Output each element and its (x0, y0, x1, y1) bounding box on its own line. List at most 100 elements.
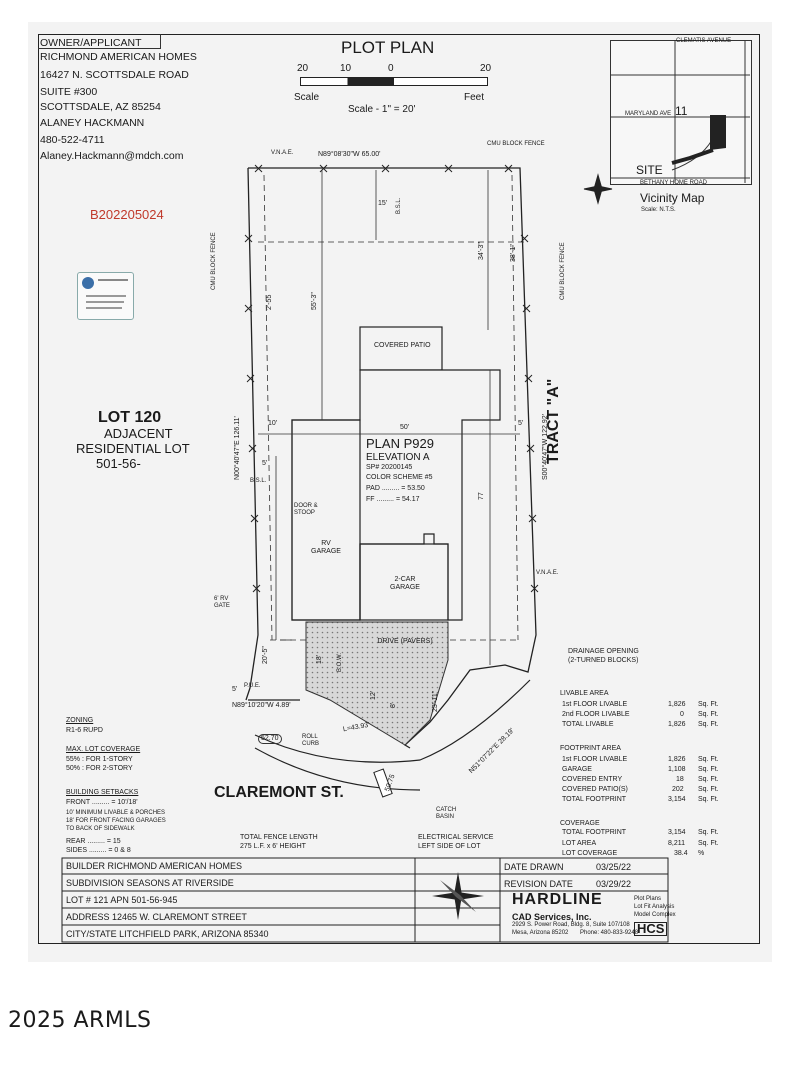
owner-line: 480-522-4711 (40, 134, 105, 146)
livable-row-label: 1st FLOOR LIVABLE (562, 701, 628, 708)
dim-50: 50' (400, 424, 410, 431)
drainage-label: (2-TURNED BLOCKS) (568, 657, 639, 664)
dim-8: 8' (390, 702, 397, 708)
scale-tick: 20 (480, 63, 492, 74)
footprint-heading: FOOTPRINT AREA (560, 745, 621, 752)
cmu-fence-label-left: CMU BLOCK FENCE (211, 232, 217, 290)
dim-left: N00°40'47"E 126.11' (234, 416, 241, 480)
dim-20: 20'-5" (262, 646, 269, 664)
two-car-garage-label: 2-CAR GARAGE (390, 576, 420, 591)
door-stoop-label: DOOR & STOOP (294, 503, 318, 516)
livable-heading: LIVABLE AREA (560, 690, 609, 697)
vicinity-road: CLEMATIS AVENUE (676, 38, 732, 44)
dim-right: S00°40'47"W 122.92' (542, 414, 549, 480)
owner-heading: OWNER/APPLICANT (40, 37, 142, 49)
coverage-row-label: LOT COVERAGE (562, 850, 618, 857)
dim-62: 2'-55 (266, 294, 273, 310)
north-arrow-icon (583, 173, 613, 205)
dim-f: 5' (232, 686, 238, 693)
company-city: Mesa, Arizona 85202 (512, 930, 569, 936)
approval-stamp (77, 272, 134, 320)
owner-line: SUITE #300 (40, 86, 98, 98)
footprint-row-unit: Sq. Ft. (698, 776, 719, 783)
title-block-grid (61, 857, 669, 943)
company-logo-mark: HCS (634, 922, 668, 936)
electrical-heading: ELECTRICAL SERVICE (418, 834, 494, 841)
plan-title: PLOT PLAN (341, 38, 435, 57)
plan-spa: SP# 20200145 (366, 464, 413, 471)
drive-label: DRIVE (PAVERS) (377, 638, 433, 645)
footprint-row-value: 1,826 (668, 756, 686, 763)
owner-line: ALANEY HACKMANN (40, 117, 145, 129)
livable-row-label: TOTAL LIVABLE (562, 721, 614, 728)
scale-tick: 0 (388, 63, 394, 74)
dim-top: N89°08'30"W 65.00' (318, 151, 381, 158)
lot-cov-line: 55% : FOR 1-STORY (66, 756, 133, 763)
lot-left-line: ADJACENT (104, 426, 173, 441)
owner-line: RICHMOND AMERICAN HOMES (40, 51, 197, 63)
coverage-row-label: TOTAL FOOTPRINT (562, 829, 627, 836)
livable-row-unit: Sq. Ft. (698, 721, 719, 728)
owner-line: SCOTTSDALE, AZ 85254 (40, 101, 161, 113)
company-tag: Plot Plans (634, 896, 662, 902)
dim-38: 38'-1" (510, 244, 517, 262)
rv-gate-label: 6' RV GATE (214, 596, 230, 609)
bow-label: B.O.W. (337, 652, 343, 672)
owner-line: Alaney.Hackmann@mdch.com (40, 150, 184, 162)
company-tag: Lot Fit Analysis (634, 904, 675, 910)
fence-value: 275 L.F. x 6' HEIGHT (240, 843, 306, 850)
dim-18: 18' (316, 654, 323, 664)
footprint-row-value: 202 (672, 786, 684, 793)
tb-address: ADDRESS 12465 W. CLAREMONT STREET (66, 912, 247, 922)
footprint-row-unit: Sq. Ft. (698, 796, 719, 803)
zoning-heading: ZONING (66, 717, 94, 724)
drawing-frame (38, 34, 760, 944)
vicinity-site-marker (710, 115, 726, 150)
setback-line: SIDES ......... = 0 & 8 (66, 847, 131, 854)
tb-subdivision: SUBDIVISION SEASONS AT RIVERSIDE (66, 878, 234, 888)
vicinity-site-label: SITE (636, 163, 663, 177)
tb-revision-label: REVISION DATE (504, 879, 573, 889)
livable-row-unit: Sq. Ft. (698, 701, 719, 708)
company-addr: 2929 S. Power Road, Bldg. 8, Suite 107/1… (512, 922, 630, 928)
cmu-fence-label-top: CMU BLOCK FENCE (487, 141, 545, 147)
lot-boundary (245, 167, 537, 749)
dim-12: 12' (370, 690, 377, 700)
dim-77: 77 (478, 492, 485, 500)
dim-52: 52.70 (258, 734, 282, 744)
footprint-row-unit: Sq. Ft. (698, 786, 719, 793)
scale-tick: 10 (340, 63, 352, 74)
plan-name: PLAN P929 (366, 436, 434, 451)
tb-date-drawn-label: DATE DRAWN (504, 862, 564, 872)
vnae-label-right: V.N.A.E. (536, 570, 559, 576)
footprint-row-value: 18 (676, 776, 684, 783)
rv-garage-label: RV GARAGE (311, 540, 341, 555)
dimension-lines (258, 170, 520, 665)
owner-line: 16427 N. SCOTTSDALE ROAD (40, 69, 189, 81)
company-name: HARDLINE (512, 891, 603, 908)
drainage-label: DRAINAGE OPENING (568, 648, 639, 655)
dim-23: 23'-11" (432, 690, 439, 712)
livable-row-value: 1,826 (668, 721, 686, 728)
dim-34: 34'-3" (478, 242, 485, 260)
curb-line (254, 679, 531, 763)
setback-line: TO BACK OF SIDEWALK (66, 826, 135, 832)
compass-icon (432, 872, 484, 920)
footprint-row-label: COVERED ENTRY (562, 776, 623, 783)
permit-number: B202205024 (90, 207, 164, 222)
bsl-label-left: B.S.L. (250, 478, 267, 484)
tb-revision: 03/29/22 (596, 879, 632, 889)
vicinity-title: Vicinity Map (640, 191, 705, 205)
coverage-row-unit: Sq. Ft. (698, 840, 719, 847)
vicinity-road: BETHANY HOME ROAD (640, 180, 707, 186)
house-footprint (291, 326, 501, 621)
dim-5b: 5' (518, 420, 524, 427)
driveway-pavers (305, 621, 449, 746)
footprint-row-value: 1,108 (668, 766, 686, 773)
copyright-watermark: 2025 ARMLS (8, 1008, 152, 1033)
tb-city: CITY/STATE LITCHFIELD PARK, ARIZONA 8534… (66, 929, 269, 939)
vicinity-scale-note: Scale: N.T.S. (641, 207, 676, 213)
vicinity-streets (610, 40, 750, 183)
setback-line: 18' FOR FRONT FACING GARAGES (66, 818, 166, 824)
